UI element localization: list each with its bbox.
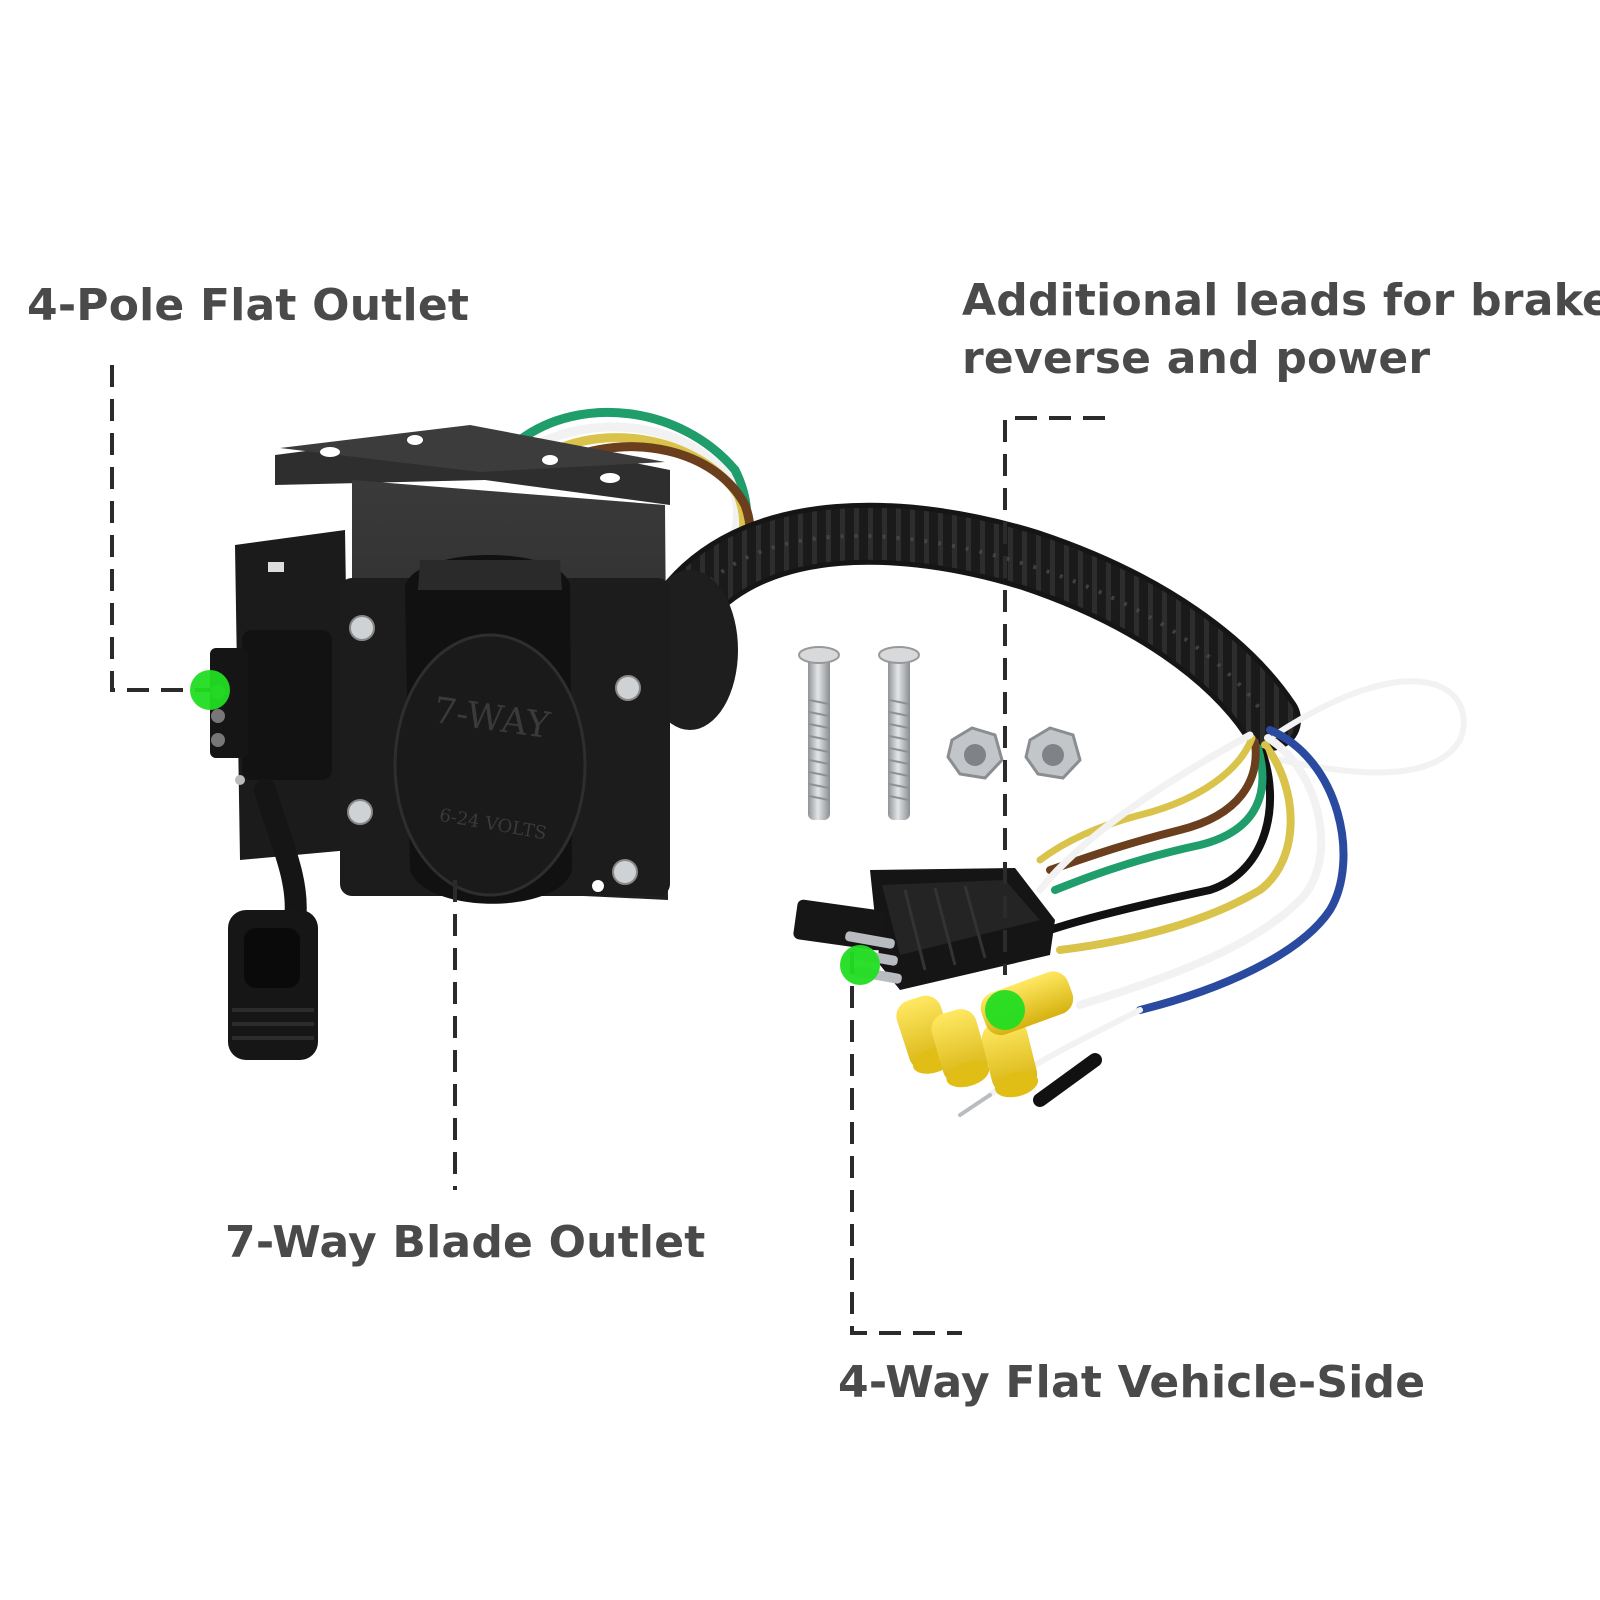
screw-top-right — [615, 675, 641, 701]
corrugated-conduit — [659, 502, 1301, 751]
callout-lines — [110, 365, 1105, 1335]
four-way-flat-plug — [793, 868, 1055, 990]
marker-dots — [190, 670, 1025, 1030]
bolt-left — [798, 646, 840, 820]
marker-four-pole-outlet — [190, 670, 230, 710]
screw-bottom-left — [347, 799, 373, 825]
dust-cap — [228, 779, 318, 1060]
marker-vehicle-plug — [840, 945, 880, 985]
hex-nut-left — [946, 726, 1004, 780]
label-four-pole-flat-outlet: 4-Pole Flat Outlet — [27, 280, 470, 331]
callout-four-pole-outlet — [110, 365, 210, 692]
label-additional-leads: Additional leads for brake, reverse and … — [962, 272, 1600, 388]
label-additional-leads-line2: reverse and power — [962, 333, 1431, 384]
marker-additional-leads — [985, 990, 1025, 1030]
label-additional-leads-line1: Additional leads for brake, — [962, 275, 1600, 326]
hex-nut-right — [1024, 726, 1082, 780]
label-seven-way-blade-outlet: 7-Way Blade Outlet — [225, 1217, 706, 1268]
seven-way-face-plate: 7-WAY 6-24 VOLTS — [340, 555, 670, 904]
label-four-way-flat-vehicle-side: 4-Way Flat Vehicle-Side — [838, 1357, 1426, 1408]
four-pole-side-bracket — [210, 530, 350, 860]
callout-vehicle-side — [850, 952, 962, 1335]
mounting-hardware — [798, 646, 1082, 820]
front-wire-bundle — [958, 678, 1467, 1117]
screw-bottom-right — [612, 859, 638, 885]
bolt-right — [878, 646, 920, 820]
butt-connectors — [896, 971, 1102, 1107]
screw-top-left — [349, 615, 375, 641]
